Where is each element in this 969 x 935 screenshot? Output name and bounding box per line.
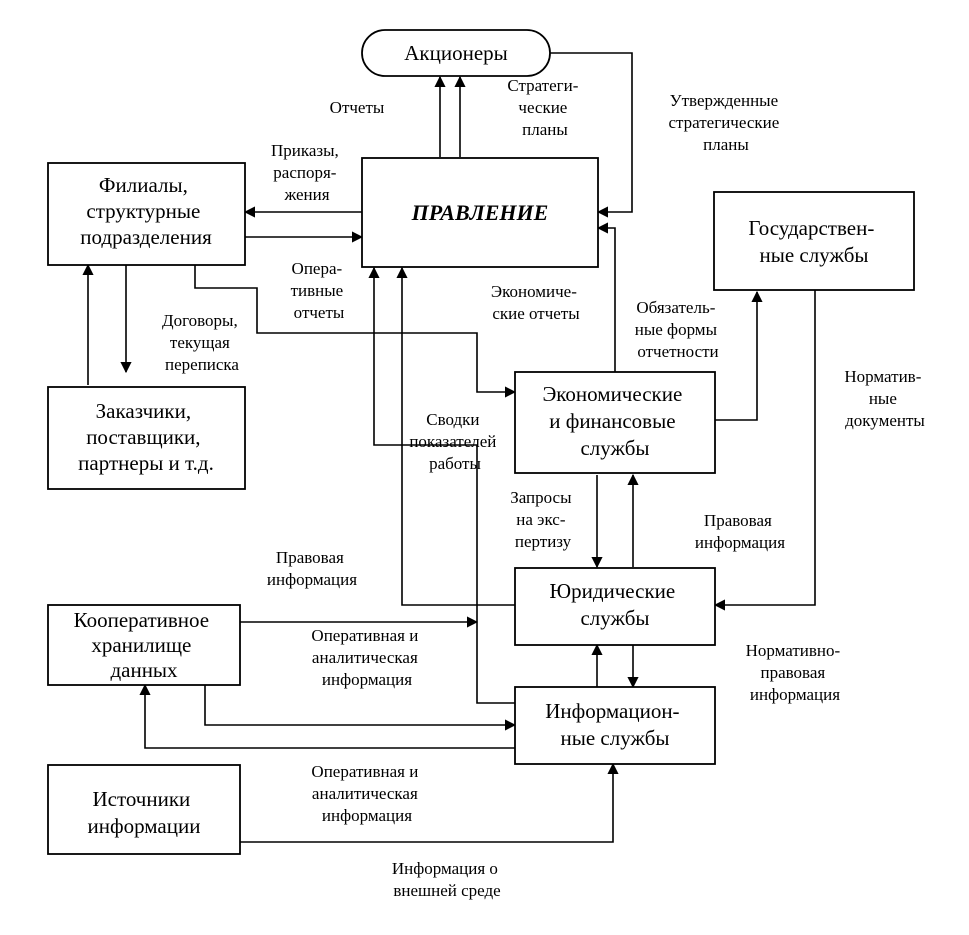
info-sources-label: Источники информации xyxy=(88,787,201,838)
info-services-node: Информацион- ные службы xyxy=(514,686,716,765)
branches-node: Филиалы, структурные подразделения xyxy=(47,162,246,266)
op-analytic-info-upper-label: Оперативная и аналитическая информация xyxy=(311,626,422,689)
legal-info-right-label: Правовая информация xyxy=(695,511,785,552)
coop-storage-node: Кооперативное хранилище данных xyxy=(47,604,241,686)
mandatory-forms-arrow xyxy=(715,290,763,421)
info-to-board-arrow xyxy=(368,266,515,704)
econ-to-board-arrow xyxy=(596,222,616,372)
normative-legal-info-label: Нормативно- правовая информация xyxy=(746,641,845,704)
op-analytic-info-lower-label: Оперативная и аналитическая информация xyxy=(311,762,422,825)
shareholders-node: Акционеры xyxy=(361,29,551,77)
clients-label: Заказчики, поставщики, партнеры и т.д. xyxy=(78,399,214,475)
mandatory-forms-label: Обязатель- ные формы отчетности xyxy=(635,298,722,361)
edge-labels: Отчеты Стратеги- ческие планы Утвержденн… xyxy=(162,76,925,900)
strategic-plans-label: Стратеги- ческие планы xyxy=(507,76,582,139)
econ-services-label: Экономические и финансовые службы xyxy=(542,382,687,460)
approved-plans-label: Утвержденные стратегические планы xyxy=(668,91,783,154)
economic-reports-label: Экономиче- ские отчеты xyxy=(491,282,581,323)
coop-storage-label: Кооперативное хранилище данных xyxy=(74,608,215,682)
info-to-coop-arrow xyxy=(139,683,515,749)
external-info-arrow xyxy=(240,762,619,843)
econ-services-node: Экономические и финансовые службы xyxy=(514,371,716,474)
state-services-label: Государствен- ные службы xyxy=(748,216,879,267)
info-services-label: Информацион- ные службы xyxy=(545,699,685,750)
reports-label: Отчеты xyxy=(330,98,385,117)
board-label: ПРАВЛЕНИЕ xyxy=(411,200,549,225)
shareholders-label: Акционеры xyxy=(404,41,508,65)
clients-node: Заказчики, поставщики, партнеры и т.д. xyxy=(47,386,246,490)
branches-label: Филиалы, структурные подразделения xyxy=(80,173,212,249)
state-services-node: Государствен- ные службы xyxy=(713,191,915,291)
legal-services-label: Юридические службы xyxy=(550,579,681,630)
approved-plans-arrow xyxy=(550,52,633,218)
expertise-requests-label: Запросы на экс- пертизу xyxy=(510,488,576,551)
info-sources-node: Источники информации xyxy=(47,764,241,855)
operative-reports-label: Опера- тивные отчеты xyxy=(291,259,348,322)
connectors xyxy=(82,52,816,843)
external-info-label: Информация о внешней среде xyxy=(392,859,502,900)
coop-to-info-arrow xyxy=(204,684,517,731)
board-node: ПРАВЛЕНИЕ xyxy=(361,157,599,268)
legal-services-node: Юридические службы xyxy=(514,567,716,646)
branches-to-econ-arrow xyxy=(194,265,517,398)
regulatory-docs-label: Норматив- ные документы xyxy=(844,367,925,430)
legal-info-left-label: Правовая информация xyxy=(267,548,357,589)
contracts-label: Договоры, текущая переписка xyxy=(162,311,242,374)
orders-label: Приказы, распоря- жения xyxy=(271,141,343,204)
indicator-summaries-label: Сводки показателей работы xyxy=(409,410,500,473)
regulatory-docs-arrow xyxy=(713,290,816,611)
